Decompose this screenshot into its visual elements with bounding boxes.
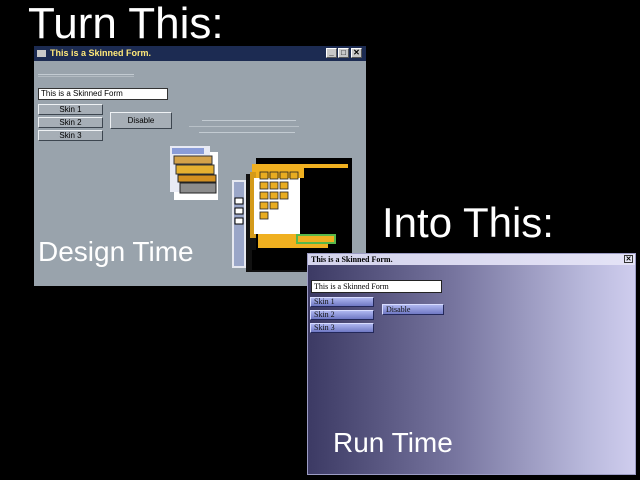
- divider-line: [199, 132, 295, 133]
- run-skin2-button[interactable]: Skin 2: [310, 310, 374, 320]
- run-time-caption: Run Time: [333, 427, 453, 458]
- run-skin1-button[interactable]: Skin 1: [310, 297, 374, 307]
- design-title-bar[interactable]: This is a Skinned Form. _ □ ✕: [34, 46, 366, 61]
- design-skin2-button[interactable]: Skin 2: [38, 117, 103, 128]
- close-icon[interactable]: ✕: [624, 255, 633, 263]
- run-time-window: This is a Skinned Form. ✕ This is a Skin…: [307, 253, 636, 475]
- minimize-icon[interactable]: _: [326, 48, 337, 58]
- run-text-field[interactable]: This is a Skinned Form: [311, 280, 442, 293]
- divider-line: [189, 126, 299, 127]
- design-skin3-button[interactable]: Skin 3: [38, 130, 103, 141]
- design-time-caption: Design Time: [38, 236, 194, 267]
- design-time-window: This is a Skinned Form. _ □ ✕ This is a …: [34, 46, 366, 286]
- maximize-icon[interactable]: □: [338, 48, 349, 58]
- design-window-title: This is a Skinned Form.: [50, 48, 152, 58]
- divider-line: [38, 76, 134, 77]
- heading-into-this: Into This:: [382, 199, 554, 246]
- divider-line: [202, 120, 296, 121]
- run-title-bar[interactable]: This is a Skinned Form. ✕: [308, 254, 635, 265]
- divider-line: [38, 74, 134, 75]
- run-skin3-button[interactable]: Skin 3: [310, 323, 374, 333]
- design-text-field[interactable]: This is a Skinned Form: [38, 88, 168, 100]
- design-disable-button[interactable]: Disable: [110, 112, 172, 129]
- run-window-title: This is a Skinned Form.: [311, 255, 393, 264]
- app-icon: [37, 50, 46, 57]
- heading-turn-this: Turn This:: [28, 0, 224, 48]
- close-icon[interactable]: ✕: [351, 48, 362, 58]
- design-skin1-button[interactable]: Skin 1: [38, 104, 103, 115]
- run-disable-button[interactable]: Disable: [382, 304, 444, 315]
